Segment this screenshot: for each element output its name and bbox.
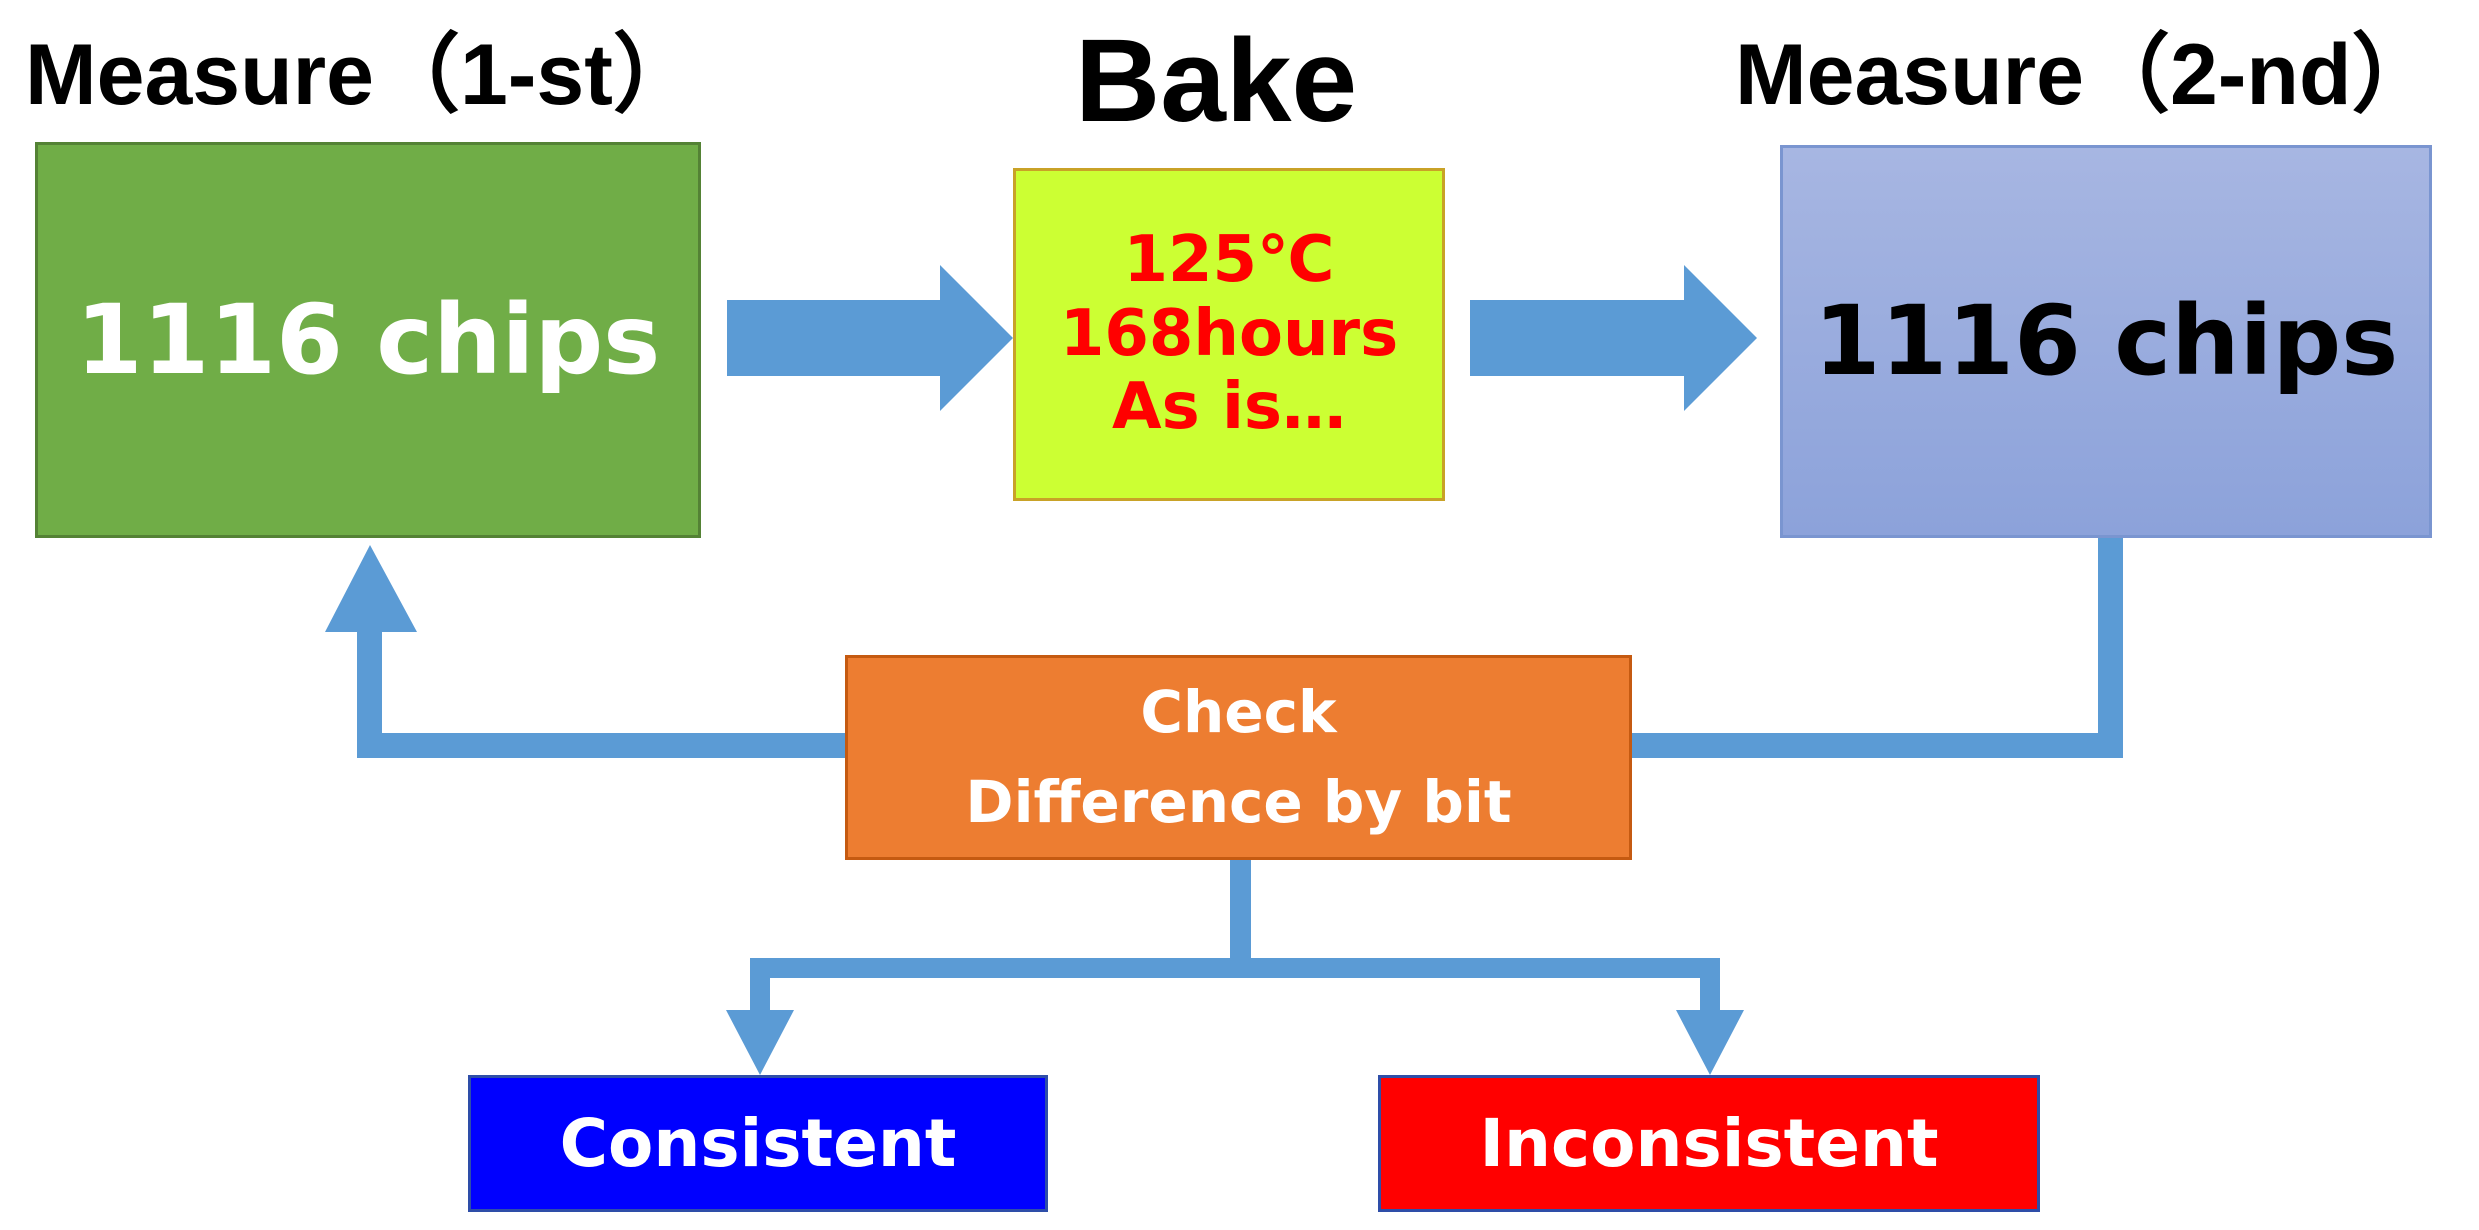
check-difference-box: Check Difference by bit (845, 655, 1632, 860)
check-label: Check (1140, 677, 1337, 746)
arrow-up-to-measure1 (325, 545, 417, 758)
feedback-line-down (2098, 535, 2123, 758)
heading-measure-second: Measure（2-nd） (1735, 27, 2438, 123)
split-line-horizontal (750, 958, 1720, 978)
consistent-label: Consistent (559, 1104, 957, 1182)
arrow-bake-to-measure2 (1470, 265, 1757, 411)
heading-measure-first: Measure（1-st） (25, 27, 699, 123)
feedback-line-left (357, 733, 847, 758)
first-measure-box: 1116 chips (35, 142, 701, 538)
consistent-result-box: Consistent (468, 1075, 1048, 1212)
bake-condition-note: As is… (1112, 370, 1346, 445)
arrow-measure1-to-bake (727, 265, 1013, 411)
first-measure-chip-count: 1116 chips (75, 283, 661, 396)
difference-by-bit-label: Difference by bit (965, 767, 1512, 836)
heading-bake: Bake (1075, 15, 1358, 147)
inconsistent-result-box: Inconsistent (1378, 1075, 2040, 1212)
bake-temperature: 125℃ (1123, 223, 1335, 298)
arrow-down-to-inconsistent (1676, 958, 1744, 1075)
second-measure-chip-count: 1116 chips (1813, 285, 2399, 398)
feedback-line-right (1630, 733, 2123, 758)
split-line-down (1230, 858, 1251, 958)
arrow-down-to-consistent (726, 958, 794, 1075)
bake-conditions-box: 125℃ 168hours As is… (1013, 168, 1445, 501)
inconsistent-label: Inconsistent (1479, 1104, 1939, 1182)
bake-duration: 168hours (1059, 296, 1399, 371)
second-measure-box: 1116 chips (1780, 145, 2432, 538)
